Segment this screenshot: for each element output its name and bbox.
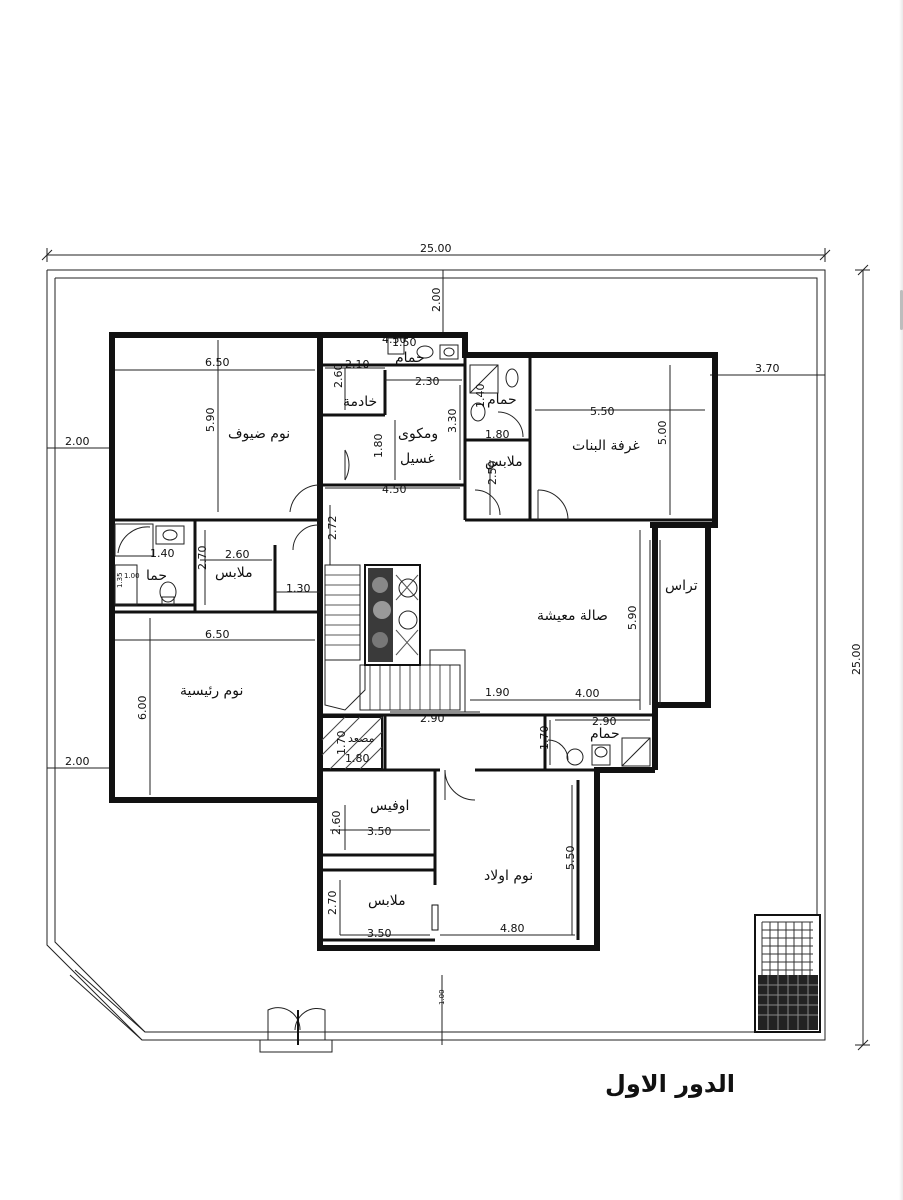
dim-overall-height: 25.00 xyxy=(850,644,863,676)
dim-maid-width: 2.10 xyxy=(345,358,370,371)
scrollbar-track[interactable] xyxy=(899,0,903,1200)
dim-ebath-depth: 1.70 xyxy=(538,726,551,751)
dim-girlscloset-depth: 2.50 xyxy=(486,461,499,486)
tile-grid xyxy=(754,914,821,1033)
dim-mcloset-ext: 1.30 xyxy=(286,582,311,595)
dim-stair-hall: 2.72 xyxy=(326,516,339,541)
label-terrace: تراس xyxy=(665,578,698,594)
bath-fixtures xyxy=(114,337,651,767)
dim-store-width: 2.90 xyxy=(420,712,445,725)
dim-gate-offset: 1.00 xyxy=(438,989,446,1005)
dim-boys-width: 4.80 xyxy=(500,922,525,935)
dim-service-width: 4.50 xyxy=(382,483,407,496)
dim-office-depth: 2.60 xyxy=(330,811,343,836)
dim-master-depth: 6.00 xyxy=(136,696,149,721)
label-laundry2: غسيل xyxy=(400,451,435,467)
label-guest-bedroom: نوم ضيوف xyxy=(228,426,290,442)
interior-dimlines xyxy=(115,340,705,936)
dim-boys-depth: 5.50 xyxy=(564,846,577,871)
dim-store-depth: 1.70 xyxy=(335,731,348,756)
label-master-bath: حما xyxy=(146,568,167,584)
plan-title: الدور الاول xyxy=(605,1070,735,1098)
label-maid-bath: حمام xyxy=(395,350,425,366)
label-stair-store: مصعد xyxy=(348,732,375,745)
label-living: صالة معيشة xyxy=(537,608,608,624)
label-master-closet: ملابس xyxy=(215,565,253,581)
label-boys-closet: ملابس xyxy=(368,893,406,909)
dim-overall-width: 25.00 xyxy=(420,242,452,255)
dim-living-w2: 4.00 xyxy=(575,687,600,700)
dim-mbath-small2: 1.00 xyxy=(124,572,140,580)
entrance-gate xyxy=(259,1007,333,1053)
dim-girlsbath-width: 1.80 xyxy=(485,428,510,441)
setback-dims xyxy=(47,270,825,1045)
dim-mcloset-width: 2.60 xyxy=(225,548,250,561)
dim-girlsbath-depth: 1.40 xyxy=(474,384,487,409)
dim-maidbath-width: 1.50 xyxy=(392,336,417,349)
label-laundry: ومكوى xyxy=(398,426,438,442)
dim-laundry-width: 2.30 xyxy=(415,375,440,388)
dim-store-small: 1.80 xyxy=(345,752,370,765)
label-bath-east: حمام xyxy=(590,726,620,742)
dim-setback-east: 3.70 xyxy=(755,362,780,375)
dim-girls-depth: 5.00 xyxy=(656,421,669,446)
label-girls-room: غرفة البنات xyxy=(572,438,640,454)
dim-corridor-depth: 1.80 xyxy=(372,434,385,459)
label-boys-bedroom: نوم اولاد xyxy=(484,868,533,884)
dim-setback-west-top: 2.00 xyxy=(65,435,90,448)
dim-ebath-width: 2.90 xyxy=(592,715,617,728)
dim-master-width: 6.50 xyxy=(205,628,230,641)
plot-boundary xyxy=(46,269,826,1041)
dim-living-w1: 1.90 xyxy=(485,686,510,699)
label-master-bedroom: نوم رئيسية xyxy=(180,683,243,699)
dim-setback-north: 2.00 xyxy=(430,288,443,313)
scrollbar-thumb[interactable] xyxy=(900,290,903,330)
dimension-labels: 25.00 25.00 2.00 2.00 2.00 3.70 6.50 5.9… xyxy=(65,242,863,1005)
room-labels: نوم ضيوف خادمة حمام ومكوى غسيل حمام ملاب… xyxy=(146,350,698,909)
dim-mbath-small: 1.40 xyxy=(150,547,175,560)
dim-guest-width: 6.50 xyxy=(205,356,230,369)
interior-walls xyxy=(112,355,715,942)
light-well xyxy=(364,564,421,666)
dim-mbath-tiny: 1.35 xyxy=(116,572,124,588)
dim-living-depth: 5.90 xyxy=(626,606,639,631)
doors xyxy=(289,411,661,931)
dim-bcloset-width: 3.50 xyxy=(367,927,392,940)
label-girls-closet: ملابس xyxy=(485,454,523,470)
dim-office-width: 3.50 xyxy=(367,825,392,838)
dim-guest-depth: 5.90 xyxy=(204,408,217,433)
dim-bcloset-depth: 2.70 xyxy=(326,891,339,916)
dim-girls-width: 5.50 xyxy=(590,405,615,418)
dim-setback-west-bottom: 2.00 xyxy=(65,755,90,768)
overall-dimensions xyxy=(41,248,870,1051)
label-girls-bath: حمام xyxy=(487,392,517,408)
label-maid-room: خادمة xyxy=(343,394,377,410)
label-office: اوفيس xyxy=(370,798,409,814)
dim-maidbath-top: 4.50 xyxy=(382,333,407,346)
hatch-store xyxy=(321,716,383,770)
dim-mcloset-depth: 2.70 xyxy=(196,546,209,571)
dim-laundry-depth: 3.30 xyxy=(446,409,459,434)
dim-maid-depth: 2.60 xyxy=(332,364,345,389)
